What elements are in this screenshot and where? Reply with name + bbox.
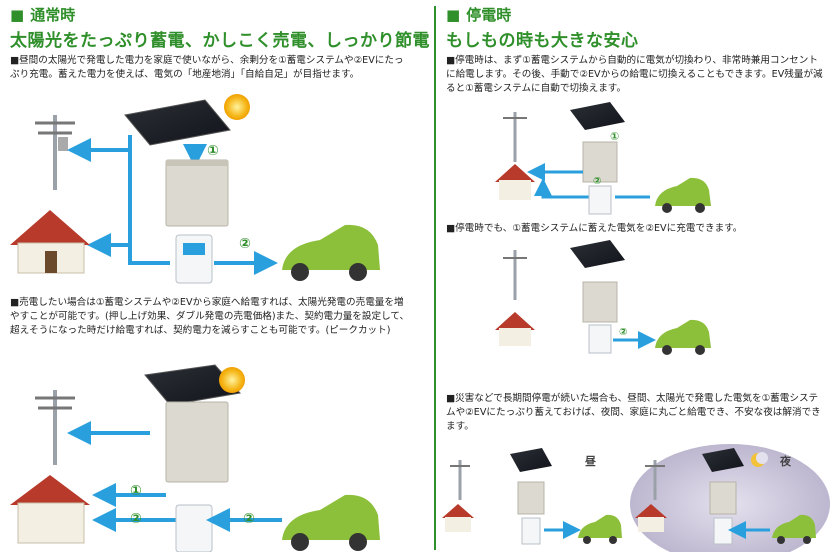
outage-diagram-2: ②	[495, 240, 711, 355]
solar-panel-icon	[702, 448, 744, 472]
storage-battery-icon	[582, 281, 618, 323]
electric-car-icon	[772, 514, 816, 544]
storage-battery-icon	[165, 401, 229, 483]
house-icon	[635, 504, 667, 532]
house-icon	[10, 475, 90, 544]
outage-diagram-1: ① ②	[495, 102, 711, 215]
storage-battery-icon	[582, 141, 618, 183]
ev-charger-icon	[175, 234, 213, 284]
column-divider	[434, 6, 436, 550]
sun-icon	[219, 367, 245, 393]
square-bullet-icon: ■	[10, 6, 25, 24]
outage-subheading: もしもの時も大きな安心	[446, 31, 639, 51]
sun-icon	[224, 94, 250, 120]
moon-icon	[751, 452, 768, 467]
square-bullet-icon: ■	[446, 6, 461, 24]
storage-battery-icon	[517, 481, 545, 515]
ev-charger-icon	[175, 504, 213, 552]
label-2: ②	[130, 511, 142, 527]
ev-charger-icon	[588, 185, 612, 215]
storage-battery-icon	[165, 159, 229, 227]
house-icon	[495, 164, 535, 200]
flow-arrow	[534, 178, 590, 199]
label-2: ②	[239, 236, 251, 252]
outage-para-3: ■災害などで長期間停電が続いた場合も、昼間、太陽光で発電した電気を①蓄電システム…	[446, 393, 821, 432]
night-label: 夜	[779, 454, 792, 468]
utility-pole-icon	[503, 112, 527, 162]
flow-arrow	[128, 245, 170, 265]
label-1: ①	[130, 483, 142, 499]
normal-para-1: ■昼間の太陽光で発電した電力を家庭で使いながら、余剰分を①蓄電システムや②EVに…	[10, 55, 404, 80]
house-icon	[495, 312, 535, 346]
electric-car-icon	[282, 494, 380, 551]
house-icon	[442, 504, 474, 532]
house-icon	[10, 210, 90, 274]
outage-heading-text: 停電時	[466, 6, 512, 24]
day-scene: 昼	[442, 448, 622, 545]
ev-charger-icon	[588, 324, 612, 354]
day-label: 昼	[584, 455, 597, 468]
normal-heading: ■ 通常時	[10, 4, 75, 25]
outage-para-1: ■停電時は、まず①蓄電システムから自動的に電気が切換わり、非常時兼用コンセントに…	[446, 55, 823, 94]
outage-heading: ■ 停電時	[446, 4, 511, 25]
label-2: ②	[619, 327, 627, 338]
solar-panel-icon	[510, 448, 552, 472]
normal-heading-text: 通常時	[30, 6, 76, 24]
label-1: ①	[610, 130, 619, 143]
normal-subheading: 太陽光をたっぷり蓄電、かしこく売電、しっかり節電	[10, 31, 430, 51]
label-1: ①	[207, 143, 219, 159]
electric-car-icon	[655, 177, 711, 213]
utility-pole-icon	[503, 250, 527, 300]
night-scene: 夜	[630, 444, 830, 552]
electric-car-icon	[578, 514, 622, 544]
normal-para-2: ■売電したい場合は①蓄電システムや②EVから家庭へ給電すれば、太陽光発電の売電量…	[10, 297, 410, 336]
normal-diagram-2: ① ② ②	[10, 364, 380, 552]
solar-panel-icon	[570, 102, 625, 130]
utility-pole-icon	[450, 460, 470, 500]
ev-charger-icon	[713, 517, 733, 545]
label-2: ②	[243, 511, 255, 527]
electric-car-icon	[655, 319, 711, 355]
ev-charger-icon	[521, 517, 541, 545]
normal-diagram-1: ① ②	[10, 94, 380, 284]
storage-battery-icon	[709, 481, 737, 515]
solar-panel-icon	[570, 240, 625, 268]
outage-para-2: ■停電時でも、①蓄電システムに蓄えた電気を②EVに充電できます。	[446, 223, 743, 234]
utility-pole-icon	[645, 460, 665, 500]
electric-car-icon	[282, 224, 380, 281]
solar-panel-icon	[124, 99, 231, 146]
label-2: ②	[593, 176, 601, 187]
utility-pole-icon	[35, 115, 75, 190]
solar-panel-icon	[144, 364, 241, 406]
utility-pole-icon	[35, 390, 75, 465]
outage-diagram-3: 昼 夜	[442, 444, 830, 552]
